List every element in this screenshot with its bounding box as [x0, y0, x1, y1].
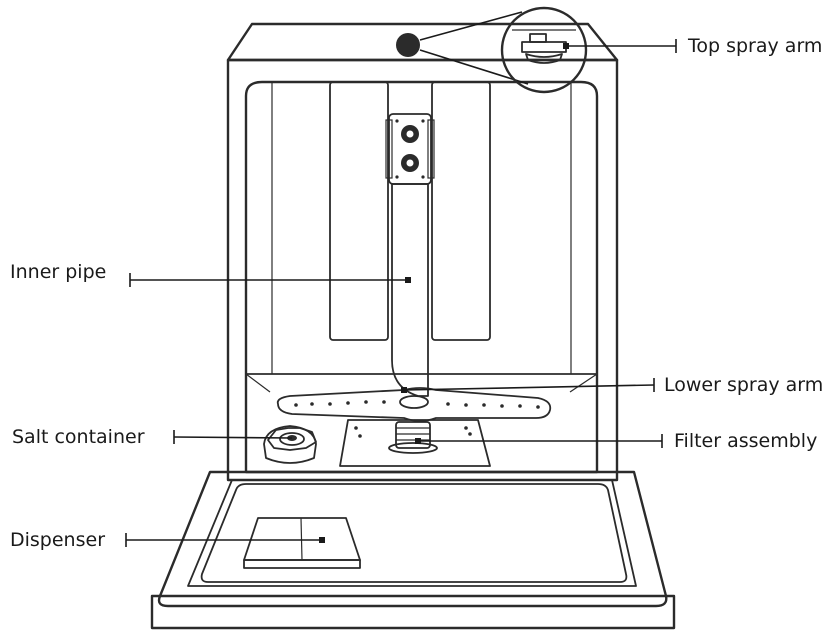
salt-container: [263, 425, 317, 464]
cabinet-outer: [226, 58, 619, 482]
lower-spray-arm: [276, 387, 552, 422]
label-top-spray-arm: Top spray arm: [687, 35, 822, 57]
label-dispenser: Dispenser: [10, 529, 105, 551]
magnifier-inset: [500, 6, 588, 94]
inner-pipe: [385, 113, 435, 397]
door: [150, 470, 676, 630]
label-salt-container: Salt container: [12, 426, 145, 448]
rear-panel-left: [329, 81, 389, 341]
pipe-bracket: [388, 113, 432, 185]
top-spray-arm-marker: [396, 33, 420, 57]
label-lower-spray-arm: Lower spray arm: [664, 374, 823, 396]
tub-floor-right: [569, 373, 598, 393]
label-filter-assembly: Filter assembly: [674, 430, 817, 452]
leader-lines: [125, 39, 677, 547]
tub-floor-left: [245, 373, 271, 393]
label-inner-pipe: Inner pipe: [10, 261, 106, 283]
dispenser: [243, 517, 361, 569]
inner-tub: [244, 80, 599, 474]
filter-assembly: [339, 419, 491, 467]
rear-panel-right: [431, 81, 491, 341]
dishwasher-body: [226, 22, 619, 482]
